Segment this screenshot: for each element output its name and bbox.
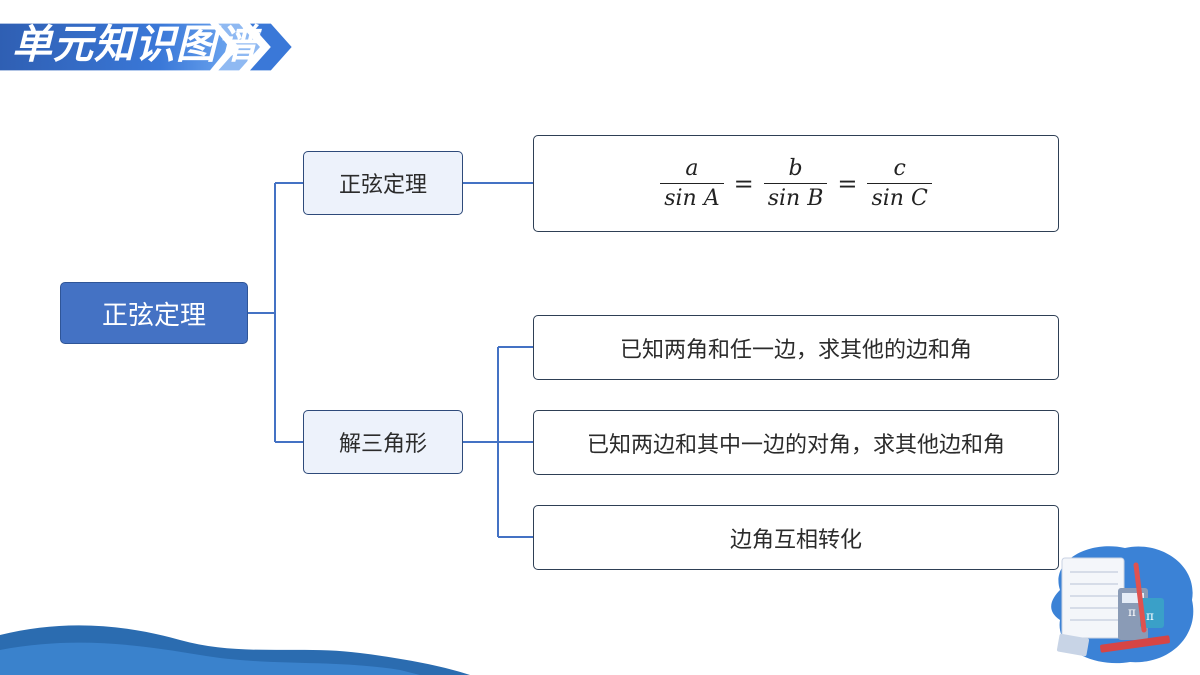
branch-node-solve-triangle: 解三角形 xyxy=(303,410,463,474)
branch-node-law-of-sines: 正弦定理 xyxy=(303,151,463,215)
header-banner xyxy=(0,23,292,71)
fraction-b: b sin B xyxy=(763,156,828,211)
ruler-icon xyxy=(1100,635,1170,653)
leaf-side-angle-conversion: 边角互相转化 xyxy=(533,505,1059,570)
equals-sign: = xyxy=(837,169,858,198)
fraction-a: a sin A xyxy=(660,156,724,211)
equals-sign: = xyxy=(733,169,754,198)
svg-text:π: π xyxy=(1128,605,1136,619)
svg-text:π: π xyxy=(1146,609,1154,623)
formula-box: a sin A = b sin B = c sin C xyxy=(533,135,1059,232)
mug-icon xyxy=(1140,598,1164,628)
banner-shape xyxy=(0,23,230,71)
fraction-c: c sin C xyxy=(867,156,932,211)
pencil-icon xyxy=(1133,562,1147,633)
law-of-sines-formula: a sin A = b sin B = c sin C xyxy=(660,156,932,211)
notebook-icon xyxy=(1061,557,1125,639)
leaf-two-sides-opposite-angle: 已知两边和其中一边的对角，求其他边和角 xyxy=(533,410,1059,475)
leaf-two-angles-one-side: 已知两角和任一边，求其他的边和角 xyxy=(533,315,1059,380)
page-title: 单元知识图谱 xyxy=(12,22,258,68)
chevron-icon xyxy=(218,23,260,71)
bottom-wave-decoration xyxy=(0,625,470,675)
math-tools-illustration: π π xyxy=(1051,546,1194,664)
root-node: 正弦定理 xyxy=(60,282,248,344)
